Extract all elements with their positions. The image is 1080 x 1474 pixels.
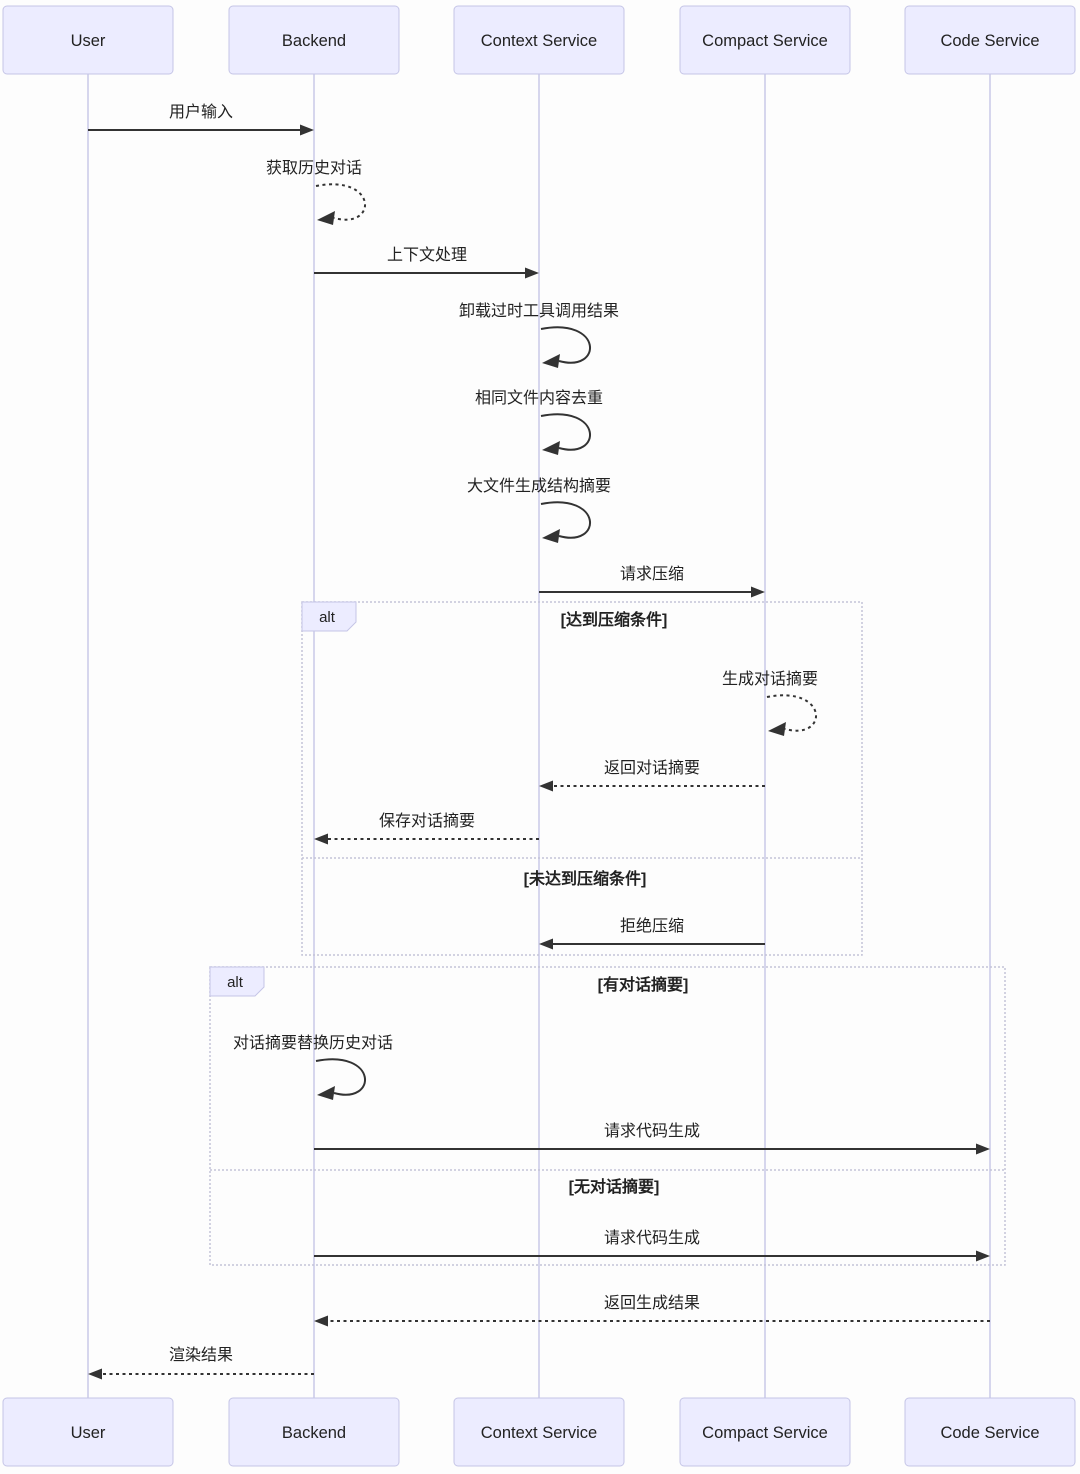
message-loop-7 <box>766 694 818 732</box>
message-loop-4 <box>540 413 592 451</box>
actor-bottom-label-user: User <box>71 1424 106 1442</box>
message-loop-1 <box>315 183 367 221</box>
alt-frame-2-operator: alt <box>227 974 244 991</box>
message-label-12: 请求代码生成 <box>604 1122 700 1140</box>
actor-top-label-context-service: Context Service <box>481 32 597 50</box>
alt-frame-2 <box>209 966 1006 1266</box>
actor-bottom-box-context-service <box>453 1397 625 1467</box>
message-arrowhead-15 <box>88 1368 102 1380</box>
actor-top-label-user: User <box>71 32 106 50</box>
actor-bottom-label-code-service: Code Service <box>940 1424 1039 1442</box>
actor-top-label-compact-service: Compact Service <box>702 32 828 50</box>
message-arrowhead-6 <box>751 586 765 598</box>
actor-bottom-box-backend <box>228 1397 400 1467</box>
actor-top-box-user <box>2 5 174 75</box>
message-arrowhead-4 <box>542 441 560 455</box>
actor-top-box-backend <box>228 5 400 75</box>
actor-bottom-box-compact-service <box>679 1397 851 1467</box>
actor-top-label-code-service: Code Service <box>940 32 1039 50</box>
message-label-7: 生成对话摘要 <box>722 670 818 688</box>
message-arrowhead-11 <box>317 1086 335 1100</box>
message-loop-11 <box>315 1058 367 1096</box>
actor-top-box-compact-service <box>679 5 851 75</box>
message-arrowhead-10 <box>539 938 553 950</box>
message-arrowhead-13 <box>976 1250 990 1262</box>
message-label-8: 返回对话摘要 <box>604 759 700 777</box>
message-label-5: 大文件生成结构摘要 <box>467 477 611 495</box>
alt-frame-1-label-box <box>301 601 357 632</box>
message-label-9: 保存对话摘要 <box>379 812 475 830</box>
message-label-1: 获取历史对话 <box>266 159 362 177</box>
alt-frame-1-operator: alt <box>319 609 336 626</box>
actor-bottom-label-compact-service: Compact Service <box>702 1424 828 1442</box>
message-arrowhead-5 <box>542 529 560 543</box>
message-label-6: 请求压缩 <box>620 565 684 583</box>
message-label-4: 相同文件内容去重 <box>475 389 603 407</box>
message-label-15: 渲染结果 <box>169 1346 233 1364</box>
message-label-13: 请求代码生成 <box>604 1229 700 1247</box>
alt-frame-1 <box>301 601 863 956</box>
alt-frame-2-condition-a: [有对话摘要] <box>598 975 689 994</box>
alt-frame-1-condition-b: [未达到压缩条件] <box>524 869 647 888</box>
message-label-11: 对话摘要替换历史对话 <box>233 1034 393 1052</box>
message-arrowhead-7 <box>768 722 786 736</box>
alt-frame-2-condition-b: [无对话摘要] <box>569 1177 660 1196</box>
message-label-10: 拒绝压缩 <box>620 917 684 935</box>
message-arrowhead-3 <box>542 354 560 368</box>
actor-bottom-box-code-service <box>904 1397 1076 1467</box>
alt-frame-1-condition-a: [达到压缩条件] <box>561 610 668 629</box>
message-arrowhead-14 <box>314 1315 328 1327</box>
message-arrowhead-0 <box>300 124 314 136</box>
actor-bottom-label-backend: Backend <box>282 1424 346 1442</box>
message-arrowhead-12 <box>976 1143 990 1155</box>
message-arrowhead-9 <box>314 833 328 845</box>
message-loop-3 <box>540 326 592 364</box>
actor-top-box-context-service <box>453 5 625 75</box>
message-label-0: 用户输入 <box>169 103 233 121</box>
actor-bottom-box-user <box>2 1397 174 1467</box>
message-arrowhead-2 <box>525 267 539 279</box>
message-label-2: 上下文处理 <box>387 246 467 264</box>
actor-top-label-backend: Backend <box>282 32 346 50</box>
message-arrowhead-8 <box>539 780 553 792</box>
message-arrowhead-1 <box>317 211 335 225</box>
message-loop-5 <box>540 501 592 539</box>
message-label-14: 返回生成结果 <box>604 1294 700 1312</box>
actor-top-box-code-service <box>904 5 1076 75</box>
alt-frame-2-label-box <box>209 966 265 997</box>
message-label-3: 卸载过时工具调用结果 <box>459 302 619 320</box>
actor-bottom-label-context-service: Context Service <box>481 1424 597 1442</box>
